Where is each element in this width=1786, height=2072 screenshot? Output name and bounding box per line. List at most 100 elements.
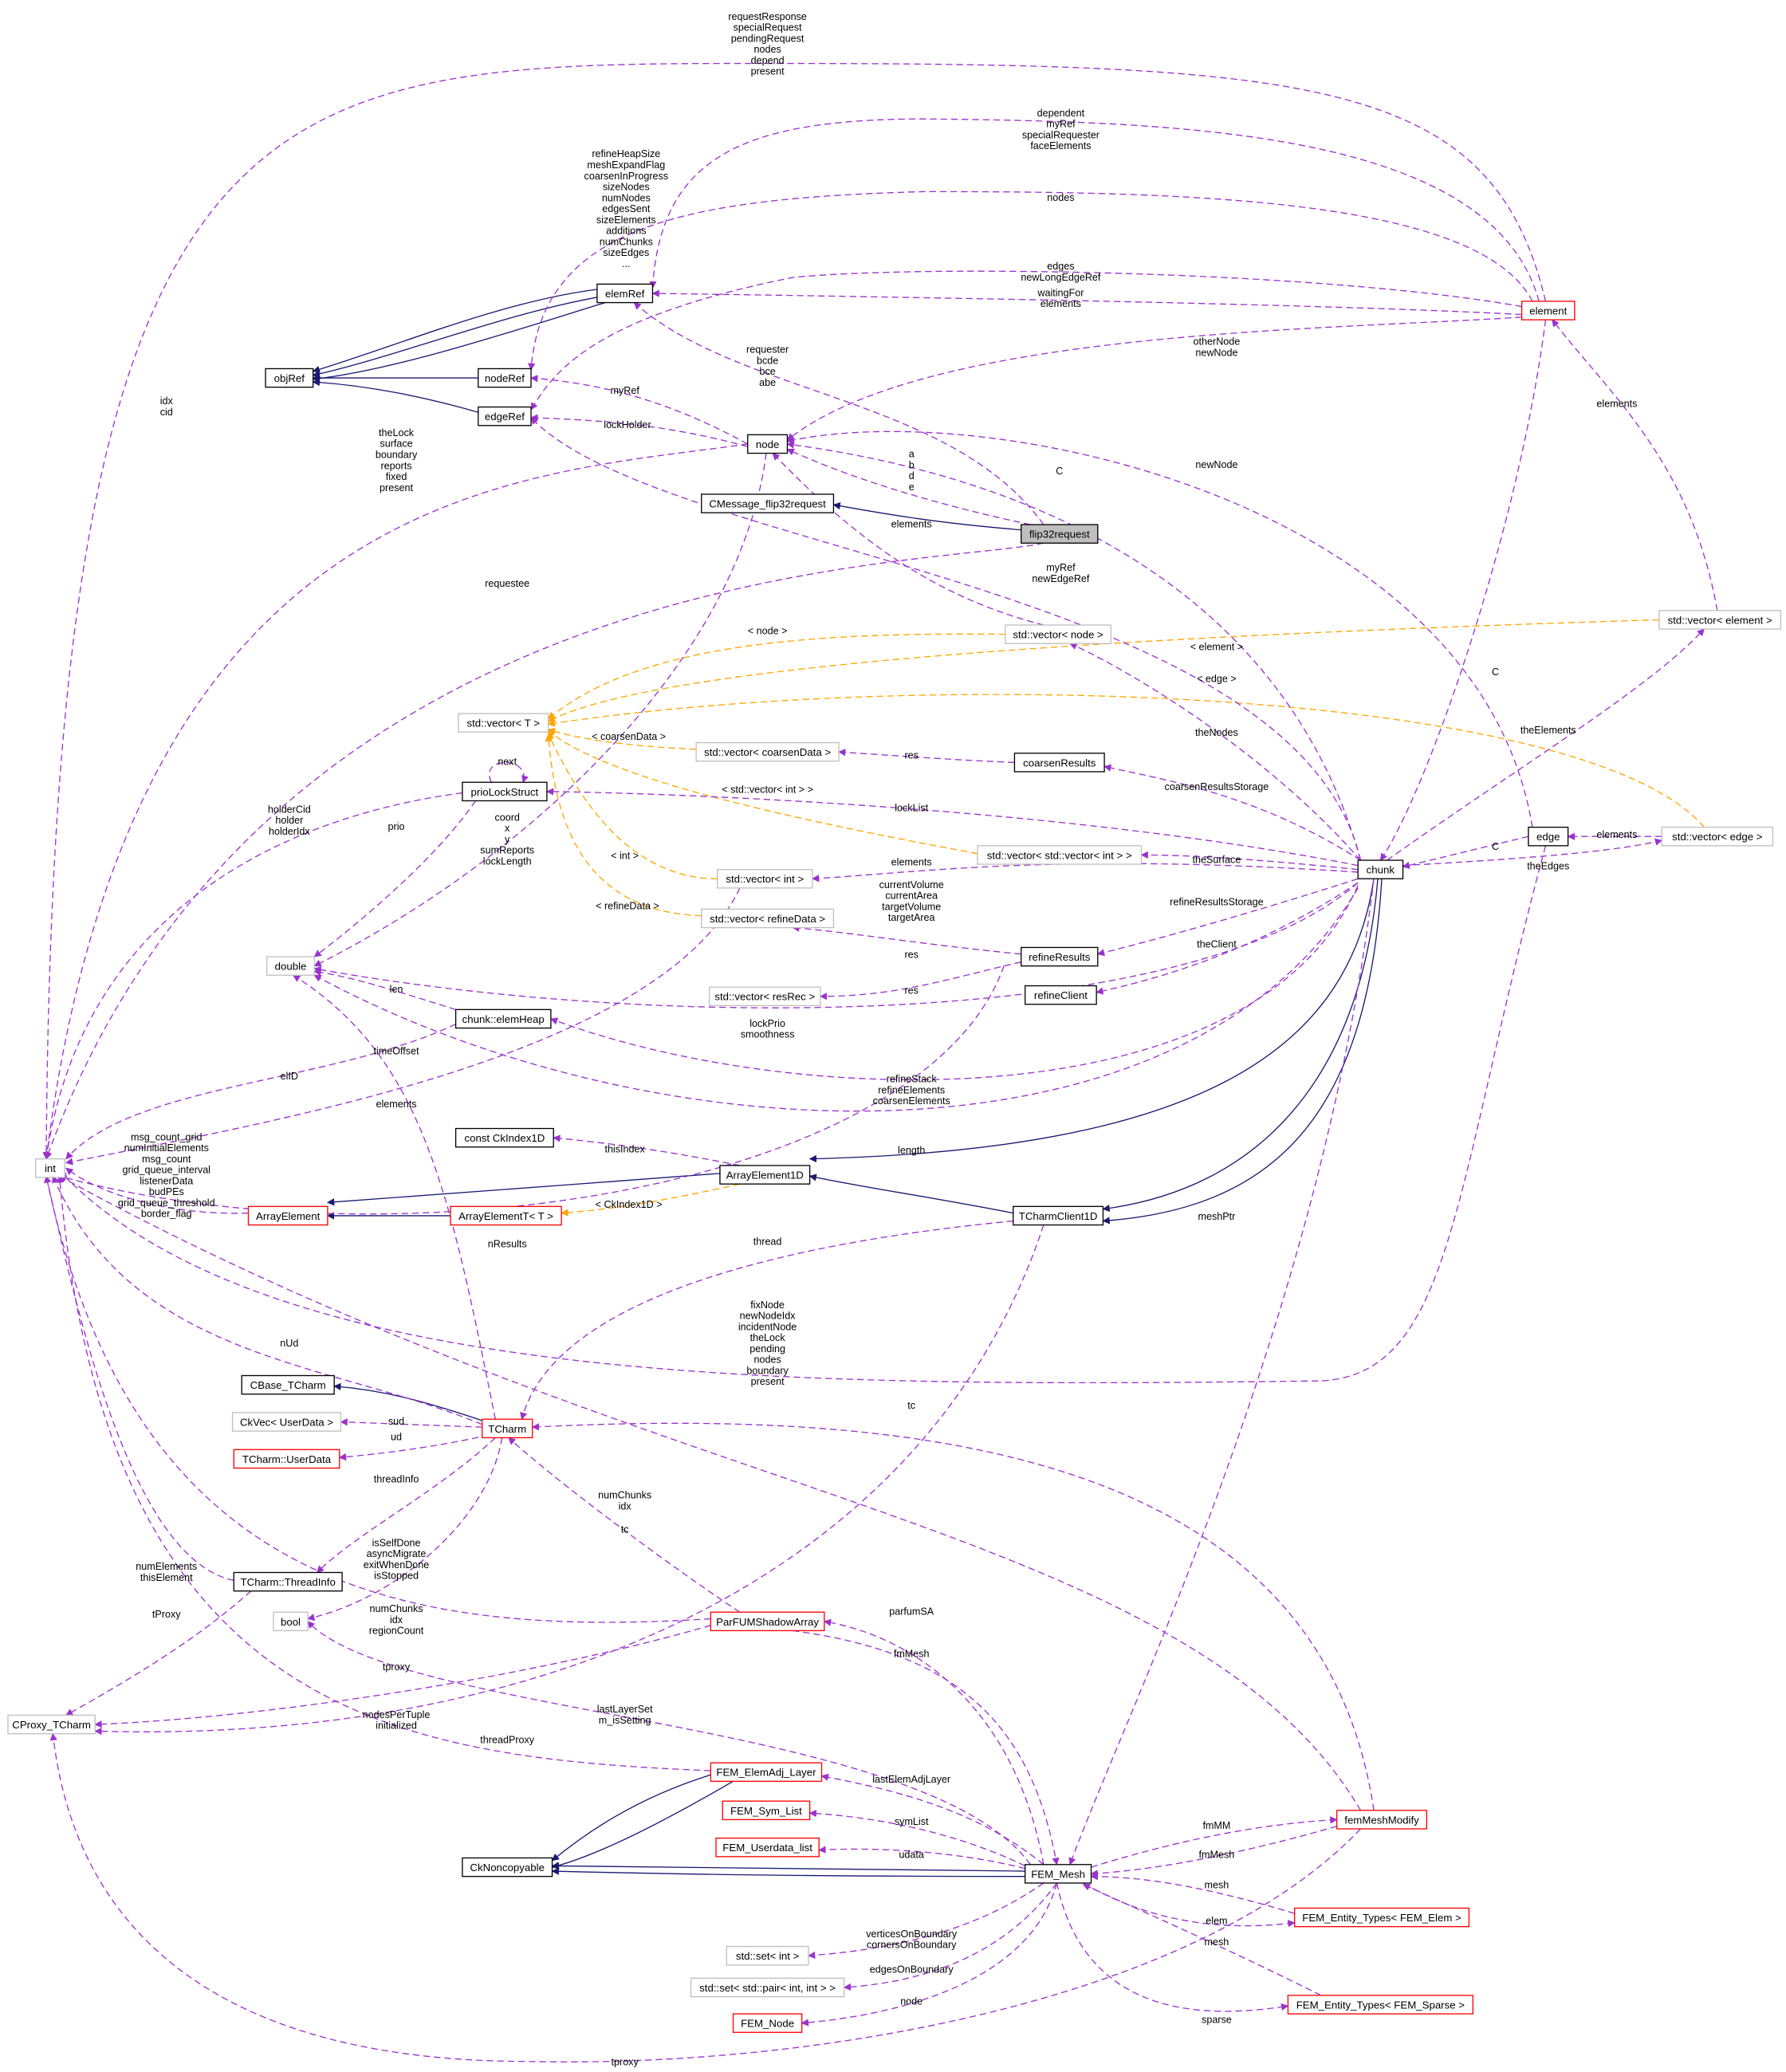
node-label: ArrayElement bbox=[256, 1210, 321, 1222]
edge-label: fmMesh bbox=[1199, 1849, 1235, 1860]
node-label: FEM_Node bbox=[741, 2018, 794, 2030]
node-box bbox=[726, 1945, 809, 1966]
node-label: bool bbox=[281, 1616, 301, 1628]
usage-edge bbox=[293, 974, 496, 1420]
class-node-noderef[interactable]: nodeRef bbox=[478, 368, 532, 388]
class-node-cproxy-tcharm[interactable]: CProxy_TCharm bbox=[7, 1714, 96, 1735]
inheritance-edge bbox=[551, 1867, 1025, 1877]
class-node-arrayelementt-t[interactable]: ArrayElementT< T > bbox=[450, 1205, 562, 1226]
class-node-priolockstruct[interactable]: prioLockStruct bbox=[462, 781, 548, 802]
class-node-std-vector-std-vector-int[interactable]: std::vector< std::vector< int > > bbox=[977, 845, 1143, 865]
class-node-bool[interactable]: bool bbox=[273, 1611, 309, 1632]
class-node-objref[interactable]: objRef bbox=[265, 368, 314, 388]
class-node-fem-mesh[interactable]: FEM_Mesh bbox=[1025, 1864, 1092, 1884]
class-node-element[interactable]: element bbox=[1520, 301, 1576, 320]
class-node-std-vector-edge[interactable]: std::vector< edge > bbox=[1661, 826, 1774, 847]
class-node-const-ckindex1d[interactable]: const CkIndex1D bbox=[454, 1127, 554, 1148]
template-edge bbox=[547, 694, 1705, 828]
edge-label: res bbox=[904, 749, 918, 761]
class-node-ckvec-userdata[interactable]: CkVec< UserData > bbox=[231, 1412, 342, 1432]
usage-edge bbox=[786, 317, 1522, 441]
class-node-parfumshadowarray[interactable]: ParFUMShadowArray bbox=[710, 1611, 825, 1632]
class-node-chunk-elemheap[interactable]: chunk::elemHeap bbox=[454, 1008, 552, 1029]
class-node-std-vector-node[interactable]: std::vector< node > bbox=[1005, 624, 1112, 644]
class-node-std-vector-refinedata[interactable]: std::vector< refineData > bbox=[701, 908, 835, 929]
node-label: FEM_Sym_List bbox=[730, 1805, 802, 1817]
class-node-cmessage-flip32request[interactable]: CMessage_flip32request bbox=[701, 493, 835, 513]
class-node-tcharm-userdata[interactable]: TCharm::UserData bbox=[233, 1449, 340, 1469]
class-node-std-set-int[interactable]: std::set< int > bbox=[726, 1945, 809, 1966]
edge-label: sud bbox=[388, 1416, 404, 1427]
template-edge bbox=[547, 633, 1005, 720]
edge-label: elements bbox=[891, 518, 932, 529]
edge-label: ud bbox=[391, 1432, 402, 1443]
node-label: chunk bbox=[1367, 864, 1395, 876]
class-node-std-vector-element[interactable]: std::vector< element > bbox=[1658, 610, 1782, 630]
class-node-fem-entity-types-fem-sparse[interactable]: FEM_Entity_Types< FEM_Sparse > bbox=[1287, 1995, 1473, 2015]
edge-label: res bbox=[904, 950, 918, 961]
class-node-chunk[interactable]: chunk bbox=[1357, 859, 1404, 879]
class-node-fem-node[interactable]: FEM_Node bbox=[732, 2013, 803, 2033]
usage-edge bbox=[1090, 1826, 1337, 1877]
class-node-std-vector-coarsendata[interactable]: std::vector< coarsenData > bbox=[695, 741, 840, 762]
class-node-arrayelement1d[interactable]: ArrayElement1D bbox=[719, 1165, 811, 1185]
inheritance-edge bbox=[808, 1174, 1013, 1214]
edge-label: mesh bbox=[1205, 1936, 1229, 1948]
class-node-tcharmclient1d[interactable]: TCharmClient1D bbox=[1013, 1205, 1104, 1226]
class-node-fem-sym-list[interactable]: FEM_Sym_List bbox=[722, 1800, 811, 1821]
usage-edge bbox=[313, 453, 767, 967]
class-node-arrayelement[interactable]: ArrayElement bbox=[247, 1205, 328, 1226]
class-node-tcharm[interactable]: TCharm bbox=[482, 1418, 533, 1439]
node-box bbox=[462, 781, 548, 802]
class-node-fem-entity-types-fem-elem[interactable]: FEM_Entity_Types< FEM_Elem > bbox=[1294, 1907, 1470, 1928]
class-node-node[interactable]: node bbox=[747, 434, 789, 454]
class-node-cknoncopyable[interactable]: CkNoncopyable bbox=[462, 1857, 553, 1877]
class-node-fem-elemadj-layer[interactable]: FEM_ElemAdj_Layer bbox=[710, 1762, 823, 1783]
node-box bbox=[462, 1857, 553, 1877]
usage-edge bbox=[489, 761, 529, 784]
usage-edge bbox=[1068, 879, 1375, 1866]
class-node-std-vector-t[interactable]: std::vector< T > bbox=[458, 713, 549, 733]
class-node-int[interactable]: int bbox=[35, 1158, 65, 1178]
node-box bbox=[1528, 826, 1569, 847]
class-node-refineresults[interactable]: refineResults bbox=[1021, 946, 1099, 967]
edge-label: elements bbox=[376, 1099, 417, 1110]
class-node-double[interactable]: double bbox=[266, 956, 315, 976]
class-node-refineclient[interactable]: refineClient bbox=[1025, 985, 1097, 1005]
edge-label: elem bbox=[1206, 1915, 1227, 1926]
class-node-cbase-tcharm[interactable]: CBase_TCharm bbox=[241, 1374, 335, 1395]
edge-label: theNodes bbox=[1195, 727, 1238, 738]
class-node-flip32request[interactable]: flip32request bbox=[1021, 524, 1099, 544]
class-node-tcharm-threadinfo[interactable]: TCharm::ThreadInfo bbox=[233, 1571, 343, 1592]
node-label: FEM_Userdata_list bbox=[722, 1842, 812, 1854]
edge-label: nResults bbox=[488, 1239, 527, 1250]
usage-edge bbox=[545, 788, 1359, 867]
node-box bbox=[722, 1800, 811, 1821]
node-label: const CkIndex1D bbox=[464, 1132, 545, 1144]
usage-edge bbox=[812, 863, 1359, 883]
class-node-elemref[interactable]: elemRef bbox=[596, 283, 654, 304]
class-node-fem-userdata-list[interactable]: FEM_Userdata_list bbox=[715, 1837, 820, 1858]
class-node-edge[interactable]: edge bbox=[1528, 826, 1569, 847]
class-node-std-vector-resrec[interactable]: std::vector< resRec > bbox=[709, 986, 821, 1007]
node-box bbox=[478, 406, 532, 427]
edge-label: length bbox=[898, 1145, 925, 1156]
class-node-std-vector-int[interactable]: std::vector< int > bbox=[716, 868, 813, 889]
node-box bbox=[266, 956, 315, 976]
usage-edge bbox=[843, 1882, 1057, 1991]
class-node-femmeshmodify[interactable]: femMeshModify bbox=[1336, 1810, 1428, 1830]
node-box bbox=[1336, 1810, 1428, 1830]
node-box bbox=[701, 908, 835, 929]
usage-edge bbox=[65, 1023, 456, 1160]
class-node-coarsenresults[interactable]: coarsenResults bbox=[1013, 753, 1105, 773]
class-node-std-set-std-pair-int-int[interactable]: std::set< std::pair< int, int > > bbox=[690, 1977, 845, 1998]
node-box bbox=[719, 1165, 811, 1185]
usage-edge bbox=[808, 1810, 1025, 1867]
class-node-edgeref[interactable]: edgeRef bbox=[478, 406, 532, 427]
node-label: std::vector< resRec > bbox=[714, 991, 815, 1003]
inheritance-edge bbox=[312, 301, 606, 383]
